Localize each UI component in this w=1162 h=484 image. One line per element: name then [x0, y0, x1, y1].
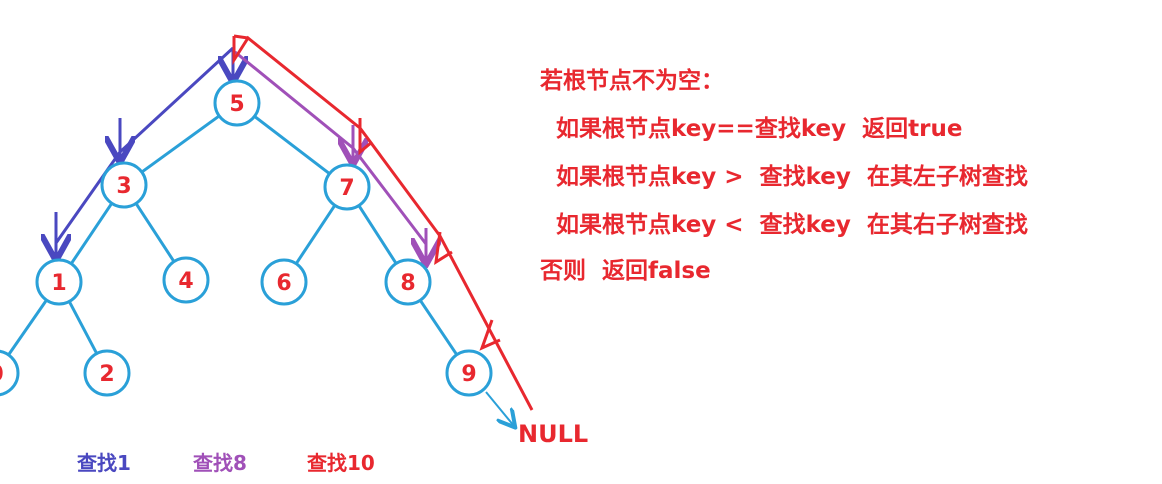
node-circle [0, 349, 20, 397]
tree-nodes: 5 3 7 1 4 6 8 0 2 9 [0, 79, 493, 397]
search-path-10 [232, 34, 534, 411]
legend-search-8: 查找8 [193, 451, 247, 475]
search-path-1 [56, 46, 235, 258]
search10-hook-8 [434, 231, 453, 265]
null-label: NULL [518, 420, 588, 448]
tree-node-1: 1 [35, 258, 83, 306]
tree-node-8: 8 [384, 258, 432, 306]
node-value: 6 [276, 271, 291, 296]
tree-node-9: 9 [445, 349, 493, 397]
node-value: 4 [178, 269, 193, 294]
search1-root-to-3 [118, 46, 235, 154]
search10-hook-9 [479, 319, 501, 351]
node-circle [35, 258, 83, 306]
node-value: 7 [339, 176, 354, 201]
search10-hook-root [233, 34, 249, 40]
node-value: 0 [0, 362, 4, 387]
node-value: 3 [116, 174, 131, 199]
edge-n5-n3 [140, 114, 221, 174]
node-circle [445, 349, 493, 397]
tree-node-6: 6 [260, 258, 308, 306]
tree-node-2: 2 [83, 349, 131, 397]
node-circle [260, 258, 308, 306]
node-value: 8 [400, 271, 415, 296]
search8-root-to-7 [234, 50, 354, 150]
legend-search-1: 查找1 [77, 451, 131, 475]
node-value: 5 [229, 92, 244, 117]
description-line-2: 如果根节点key==查找key 返回true [540, 116, 963, 142]
edge-n5-n7 [253, 115, 331, 175]
description-line-1: 若根节点不为空： [540, 68, 724, 94]
legend-search-10: 查找10 [307, 451, 375, 475]
node-circle [83, 349, 131, 397]
tree-node-5: 5 [213, 79, 261, 127]
tree-edges [7, 114, 458, 356]
edge-n7-n6 [294, 204, 337, 265]
description-line-5: 否则 返回false [540, 258, 711, 284]
node-circle [213, 79, 261, 127]
search10-hook-7 [358, 118, 373, 156]
null-pointer-arrow [485, 391, 514, 426]
node-value: 2 [99, 362, 114, 387]
node-circle [100, 161, 148, 209]
edge-n3-n4 [134, 202, 176, 263]
tree-node-0: 0 [0, 349, 20, 397]
tree-node-7: 7 [323, 163, 371, 211]
tree-node-4: 4 [162, 256, 210, 304]
search-path-8 [234, 50, 428, 262]
search8-7-to-8 [351, 147, 428, 245]
node-circle [323, 163, 371, 211]
node-value: 9 [461, 362, 476, 387]
node-circle [162, 256, 210, 304]
edge-n7-n8 [357, 204, 398, 265]
node-value: 1 [51, 271, 66, 296]
edge-n8-n9 [419, 299, 458, 356]
description-line-4: 如果根节点key < 查找key 在其右子树查找 [540, 212, 1028, 238]
node-circle [384, 258, 432, 306]
description-line-3: 如果根节点key > 查找key 在其左子树查找 [540, 164, 1028, 190]
search10-outline [232, 35, 534, 411]
edge-n1-n0 [7, 299, 48, 356]
tree-node-3: 3 [100, 161, 148, 209]
edge-n3-n1 [70, 202, 113, 265]
edge-n1-n2 [67, 300, 99, 355]
